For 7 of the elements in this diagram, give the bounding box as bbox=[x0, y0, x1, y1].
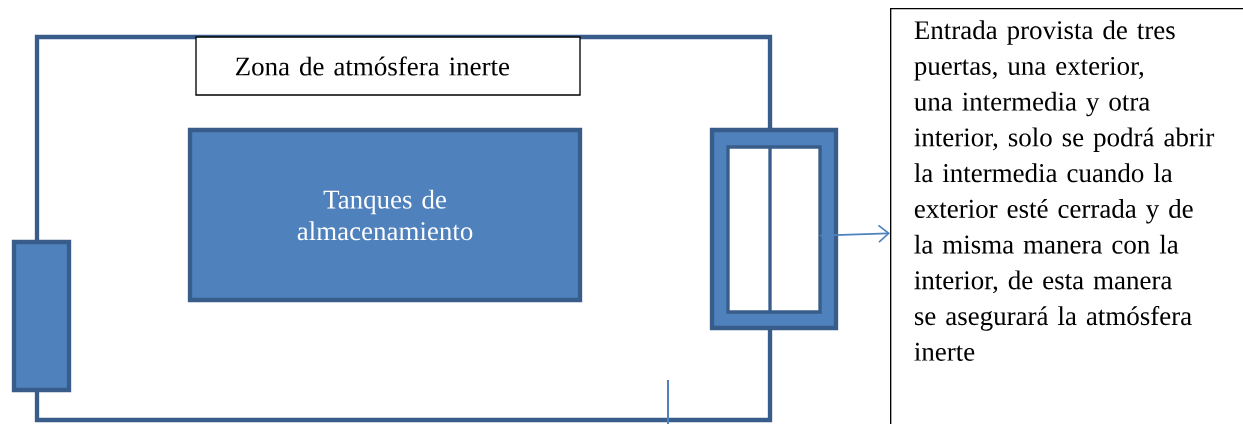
storage-tank-box: Tanques de almacenamiento bbox=[187, 127, 583, 303]
room-outline bbox=[34, 34, 773, 423]
arrow bbox=[819, 224, 890, 243]
side-door bbox=[11, 239, 72, 393]
note-box: Entrada provista de tres puertas, una exterior, una intermedia y otra interior, solo se podrá abrir la intermedia cuando la exterior esté cerrada y de la misma manera con la interior, de esta manera se asegurará la atmósfera inerte bbox=[890, 8, 1243, 424]
zone-label-box: Zona de atmósfera inerte bbox=[195, 36, 581, 96]
airlock-door bbox=[709, 127, 839, 331]
